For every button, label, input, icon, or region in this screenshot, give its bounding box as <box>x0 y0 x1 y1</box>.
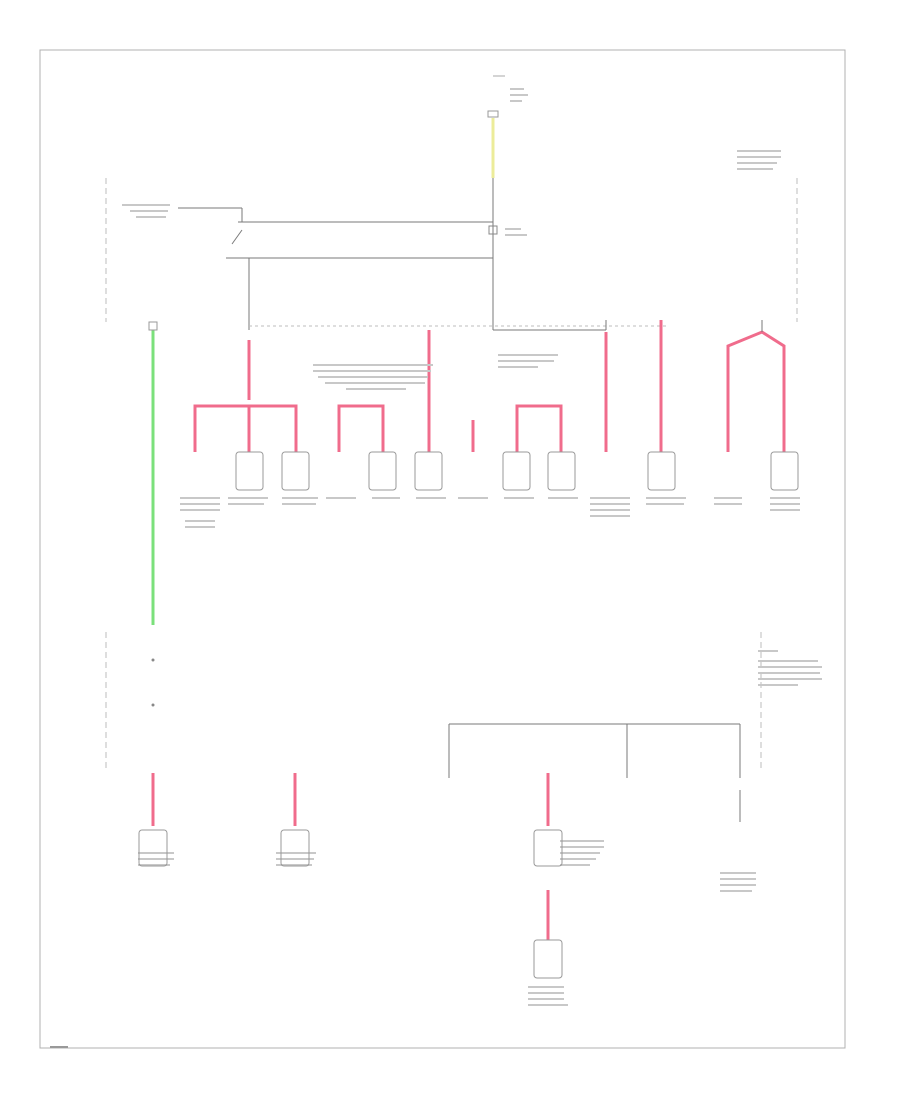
pink-wires-bottom <box>151 773 550 940</box>
corner-id-mark <box>50 1046 68 1048</box>
tiny-label-marks <box>122 88 822 1006</box>
relay-switch <box>178 207 498 330</box>
component-row-bottom <box>138 829 563 979</box>
pink-wires-top <box>193 320 786 452</box>
component-row-top <box>235 451 799 491</box>
splice-dot <box>151 658 155 662</box>
diagram-frame <box>39 49 846 1049</box>
splice-dot <box>151 703 155 707</box>
top-fuse-feed <box>487 75 505 330</box>
fuse-green-icon <box>148 321 158 331</box>
